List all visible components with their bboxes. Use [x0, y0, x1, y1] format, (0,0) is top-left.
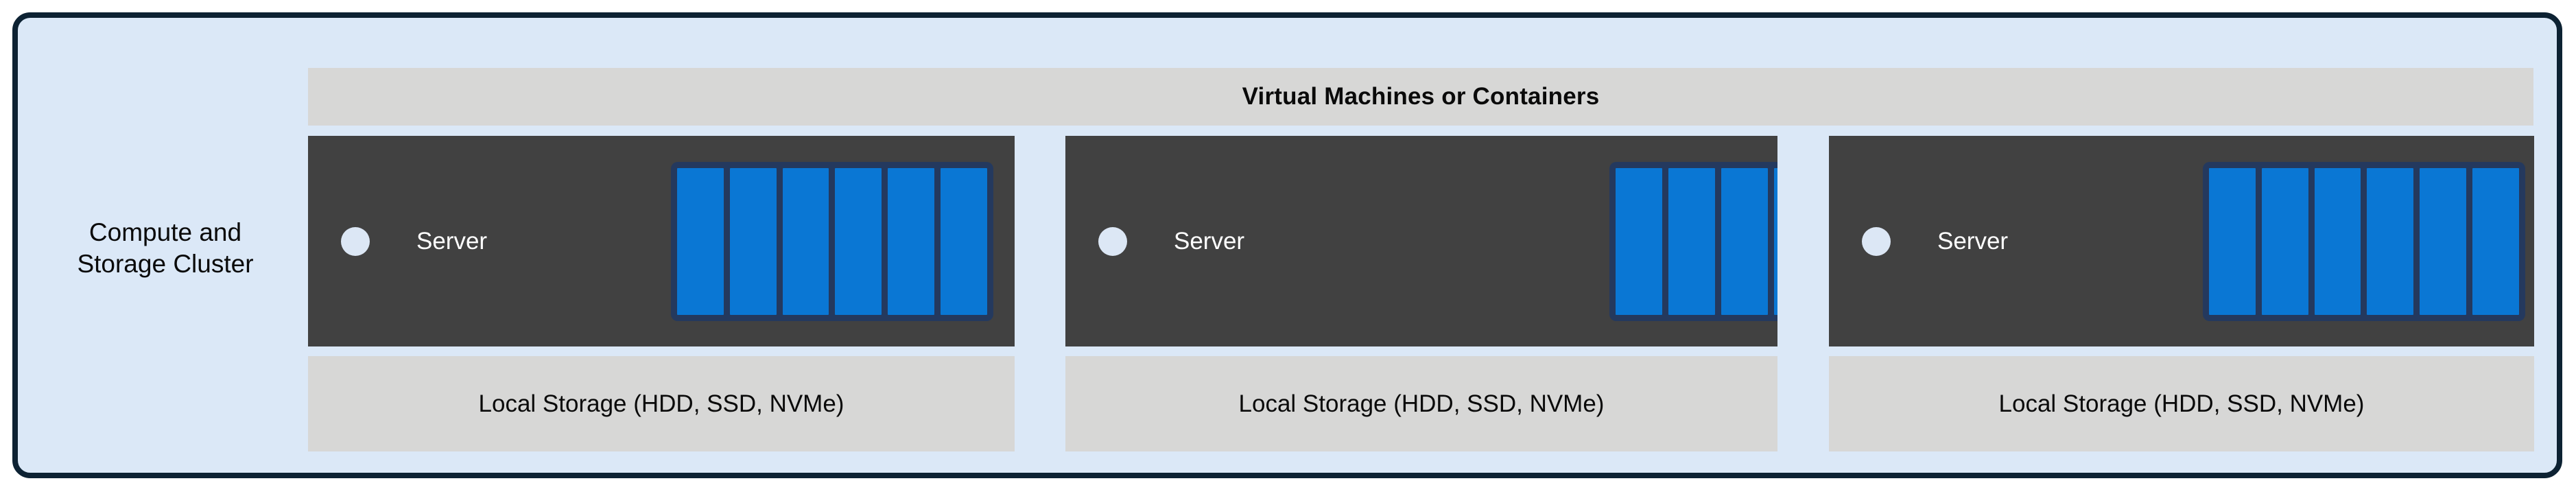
- local-storage-label-3: Local Storage (HDD, SSD, NVMe): [1998, 390, 2365, 417]
- status-indicator-dot: [1098, 226, 1127, 256]
- local-storage-band-1: Local Storage (HDD, SSD, NVMe): [308, 356, 1015, 451]
- disk-bar: [835, 167, 882, 315]
- node-column-3: Server: [1829, 136, 2534, 346]
- local-storage-label-2: Local Storage (HDD, SSD, NVMe): [1238, 390, 1605, 417]
- disk-rack-1: [671, 161, 993, 321]
- disk-bar: [1774, 167, 1777, 315]
- local-storage-band-3: Local Storage (HDD, SSD, NVMe): [1829, 356, 2534, 451]
- cluster-label: Compute and Storage Cluster: [77, 218, 254, 278]
- virtual-machines-header-band: Virtual Machines or Containers: [308, 68, 2533, 126]
- disk-bar: [1721, 167, 1768, 315]
- disk-bar: [2367, 167, 2414, 315]
- server-label-2: Server: [1174, 227, 1245, 255]
- disk-bar: [888, 167, 935, 315]
- local-storage-band-2: Local Storage (HDD, SSD, NVMe): [1065, 356, 1777, 451]
- local-storage-label-1: Local Storage (HDD, SSD, NVMe): [478, 390, 844, 417]
- disk-bar: [782, 167, 829, 315]
- disk-bar: [677, 167, 724, 315]
- server-panel-1[interactable]: Server: [308, 136, 1015, 346]
- node-column-1: Server: [308, 136, 1015, 346]
- disk-rack-3: [2203, 161, 2525, 321]
- disk-bar: [2209, 167, 2256, 315]
- disk-bar: [2472, 167, 2519, 315]
- disk-rack-2: [1609, 161, 1777, 321]
- disk-bar: [2420, 167, 2467, 315]
- node-column-2: Server: [1065, 136, 1777, 346]
- disk-bar: [941, 167, 987, 315]
- disk-bar: [1668, 167, 1715, 315]
- disk-bar: [2261, 167, 2308, 315]
- server-panel-2[interactable]: Server: [1065, 136, 1777, 346]
- server-panel-3[interactable]: Server: [1829, 136, 2534, 346]
- status-indicator-dot: [341, 226, 370, 256]
- server-label-3: Server: [1937, 227, 2009, 255]
- server-label-1: Server: [416, 227, 488, 255]
- disk-bar: [729, 167, 777, 315]
- virtual-machines-header-label: Virtual Machines or Containers: [1242, 83, 1600, 110]
- cluster-frame: Compute and Storage Cluster Virtual Mach…: [12, 12, 2562, 478]
- status-indicator-dot: [1862, 226, 1891, 256]
- disk-bar: [2314, 167, 2361, 315]
- disk-bar: [1616, 167, 1662, 315]
